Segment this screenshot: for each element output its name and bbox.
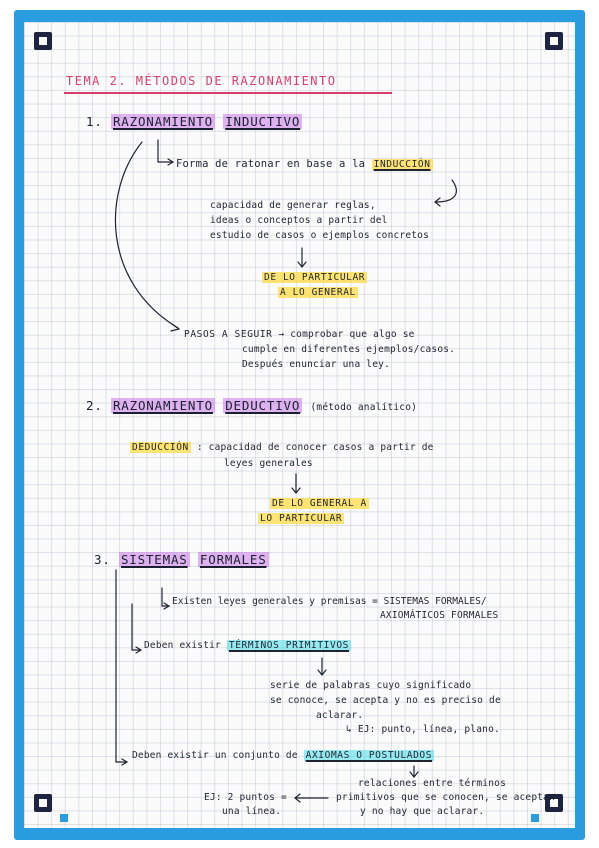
steps-line-2: cumple en diferentes ejemplos/casos.	[242, 344, 456, 355]
steps-line-3: Después enunciar una ley.	[242, 359, 390, 370]
formal-line-3-text: Deben existir un conjunto de	[132, 750, 298, 761]
formal-line-2-text: Deben existir	[144, 640, 221, 651]
section-2-number: 2.	[86, 398, 103, 413]
arrow-head-icon	[434, 197, 441, 207]
steps-line-1: PASOS A SEGUIR → comprobar que algo se	[184, 329, 415, 340]
corner-marker-icon	[545, 794, 563, 812]
induction-key-1: DE LO PARTICULAR	[262, 272, 368, 283]
arrow-head-icon	[135, 646, 143, 654]
deduction-line-2: leyes generales	[224, 458, 313, 469]
induction-definition-line: Forma de ratonar en base a la INDUCCIÓN	[176, 158, 433, 170]
primitive-example: ↳ EJ: punto, línea, plano.	[346, 724, 500, 735]
page-title: TEMA 2. MÉTODOS DE RAZONAMIENTO	[66, 74, 337, 88]
arrow-head-icon	[409, 771, 419, 778]
deduction-line-1: DEDUCCIÓN : capacidad de conocer casos a…	[130, 442, 434, 453]
induction-keyword: INDUCCIÓN	[371, 159, 433, 170]
formal-line-1: Existen leyes generales y premisas = SIS…	[172, 596, 487, 607]
section-2-heading-c: (método analítico)	[310, 402, 418, 413]
arrow-head-icon	[170, 323, 181, 332]
arrow-head-icon	[317, 669, 327, 676]
bracket-line-icon	[115, 569, 127, 763]
formal-line-3: Deben existir un conjunto de AXIOMAS O P…	[132, 750, 435, 761]
section-1-number: 1.	[86, 114, 103, 129]
hook-arrow-icon	[435, 179, 457, 203]
grid-paper-sheet: TEMA 2. MÉTODOS DE RAZONAMIENTO 1. RAZON…	[24, 22, 575, 828]
steps-label: PASOS A SEGUIR	[184, 329, 273, 340]
corner-marker-icon	[545, 32, 563, 50]
arrow-annotations	[114, 139, 457, 803]
axioms-example-2: una línea.	[222, 806, 282, 817]
deduction-key-2: LO PARTICULAR	[258, 513, 345, 524]
arrow-head-icon	[297, 261, 307, 268]
corner-dot-icon	[531, 814, 539, 822]
primitive-desc-3: aclarar.	[316, 710, 364, 721]
steps-text-1: → comprobar que algo se	[278, 329, 415, 340]
section-2-heading-b: DEDUCTIVO	[223, 398, 303, 413]
section-3-heading-a: SISTEMAS	[118, 552, 190, 567]
induction-definition-text: Forma de ratonar en base a la	[176, 158, 366, 170]
axioms-desc-1: relaciones entre términos	[358, 778, 506, 789]
induction-desc-1: capacidad de generar reglas,	[210, 200, 376, 211]
primitive-desc-1: serie de palabras cuyo significado	[270, 680, 472, 691]
curved-arrow-icon	[114, 141, 179, 329]
bracket-line-icon	[161, 587, 169, 607]
formal-line-1b: AXIOMÁTICOS FORMALES	[380, 610, 499, 621]
deduction-key-2-text: LO PARTICULAR	[258, 513, 345, 524]
primitive-terms-keyword: TÉRMINOS PRIMITIVOS	[226, 640, 351, 651]
section-3-heading-b: FORMALES	[197, 552, 269, 567]
deduction-key-1-text: DE LO GENERAL A	[270, 498, 369, 509]
arrow-head-icon	[163, 602, 171, 610]
axioms-example-1: EJ: 2 puntos =	[204, 792, 287, 803]
induction-key-2: A LO GENERAL	[278, 287, 358, 298]
section-3-heading: 3. SISTEMAS FORMALES	[94, 552, 269, 567]
bracket-line-icon	[131, 603, 141, 651]
arrow-head-icon	[291, 487, 301, 494]
induction-desc-2: ideas o conceptos a partir del	[210, 215, 388, 226]
section-1-heading-a: RAZONAMIENTO	[110, 114, 215, 129]
corner-dot-icon	[60, 814, 68, 822]
section-2-heading: 2. RAZONAMIENTO DEDUCTIVO (método analít…	[86, 398, 417, 413]
deduction-key-1: DE LO GENERAL A	[270, 498, 369, 509]
deduction-keyword: DEDUCCIÓN	[130, 442, 191, 453]
section-2-heading-a: RAZONAMIENTO	[110, 398, 215, 413]
deduction-text-1: : capacidad de conocer casos a partir de	[196, 442, 434, 453]
arrow-head-icon	[121, 758, 129, 766]
bracket-arrow-icon	[157, 139, 173, 163]
corner-marker-icon	[34, 32, 52, 50]
induction-desc-3: estudio de casos o ejemplos concretos	[210, 230, 430, 241]
induction-key-1-text: DE LO PARTICULAR	[262, 272, 368, 283]
section-1-heading: 1. RAZONAMIENTO INDUCTIVO	[86, 114, 303, 129]
induction-key-2-text: A LO GENERAL	[278, 287, 358, 298]
formal-line-2: Deben existir TÉRMINOS PRIMITIVOS	[144, 640, 351, 651]
axioms-desc-2: primitivos que se conocen, se aceptan	[336, 792, 556, 803]
title-underline	[64, 92, 392, 94]
section-1-heading-b: INDUCTIVO	[223, 114, 303, 129]
axioms-desc-3: y no hay que aclarar.	[360, 806, 485, 817]
page-frame: TEMA 2. MÉTODOS DE RAZONAMIENTO 1. RAZON…	[14, 10, 585, 840]
arrow-head-icon	[294, 793, 301, 803]
section-3-number: 3.	[94, 552, 111, 567]
primitive-desc-2: se conoce, se acepta y no es preciso de	[270, 695, 501, 706]
corner-marker-icon	[34, 794, 52, 812]
axioms-keyword: AXIOMAS O POSTULADOS	[303, 750, 435, 761]
arrow-head-icon	[167, 158, 175, 166]
